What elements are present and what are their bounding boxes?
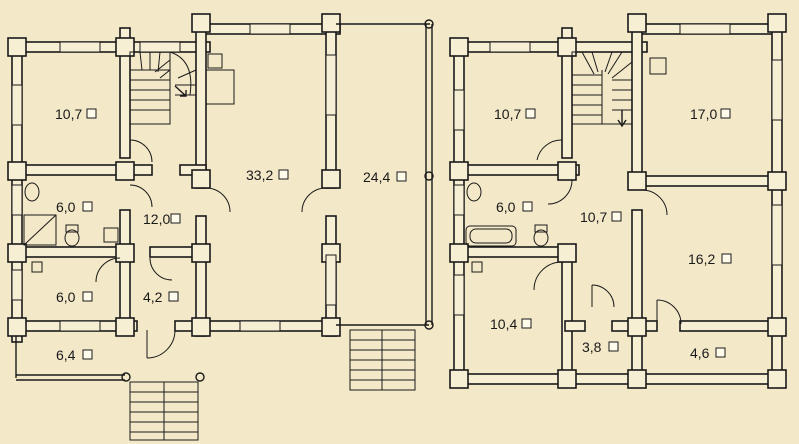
room-area: 10,4: [490, 316, 517, 332]
room-area: 6,4: [56, 347, 76, 363]
upper-floor-plan: 10,7 17,0 6,0 10,7 16,2 10,4 3,8 4,6: [449, 13, 787, 389]
room-area: 12,0: [143, 211, 170, 227]
ground-floor-room-labels: 10,7 6,0 12,0 33,2 24,4 6,0 4,2 6,4: [55, 106, 407, 363]
ground-floor-log-ends: [7, 13, 341, 337]
upper-floor-log-ends: [449, 13, 787, 389]
room-area: 4,2: [143, 289, 163, 305]
room-area: 4,6: [690, 345, 710, 361]
porch-railing: [15, 336, 205, 382]
room-area: 6,0: [56, 199, 76, 215]
upper-floor-room-labels: 10,7 17,0 6,0 10,7 16,2 10,4 3,8 4,6: [490, 106, 732, 361]
room-area: 33,2: [246, 167, 273, 183]
room-area: 10,7: [55, 106, 82, 122]
ground-floor-stairs: [129, 51, 197, 125]
room-area: 10,7: [494, 106, 521, 122]
ground-floor-doors: [95, 139, 327, 359]
room-area: 24,4: [363, 169, 390, 185]
upper-floor-bath-fixtures: [465, 57, 667, 273]
stove-icon: [205, 53, 235, 105]
ground-floor-stairs-outside: [129, 329, 416, 441]
room-area: 3,8: [582, 339, 602, 355]
ground-floor-windows: [11, 23, 337, 332]
upper-floor-stairs: [571, 51, 633, 128]
room-area: 6,0: [496, 199, 516, 215]
room-area: 6,0: [56, 289, 76, 305]
upper-floor-windows: [453, 23, 783, 316]
room-area: 10,7: [580, 209, 607, 225]
veranda-railing: [336, 19, 434, 330]
upper-floor-doors: [533, 139, 682, 325]
ground-floor-plan: 10,7 6,0 12,0 33,2 24,4 6,0 4,2 6,4: [7, 13, 434, 441]
ground-floor-bath-fixtures: [23, 182, 119, 273]
room-area: 16,2: [688, 251, 715, 267]
room-area: 17,0: [690, 106, 717, 122]
